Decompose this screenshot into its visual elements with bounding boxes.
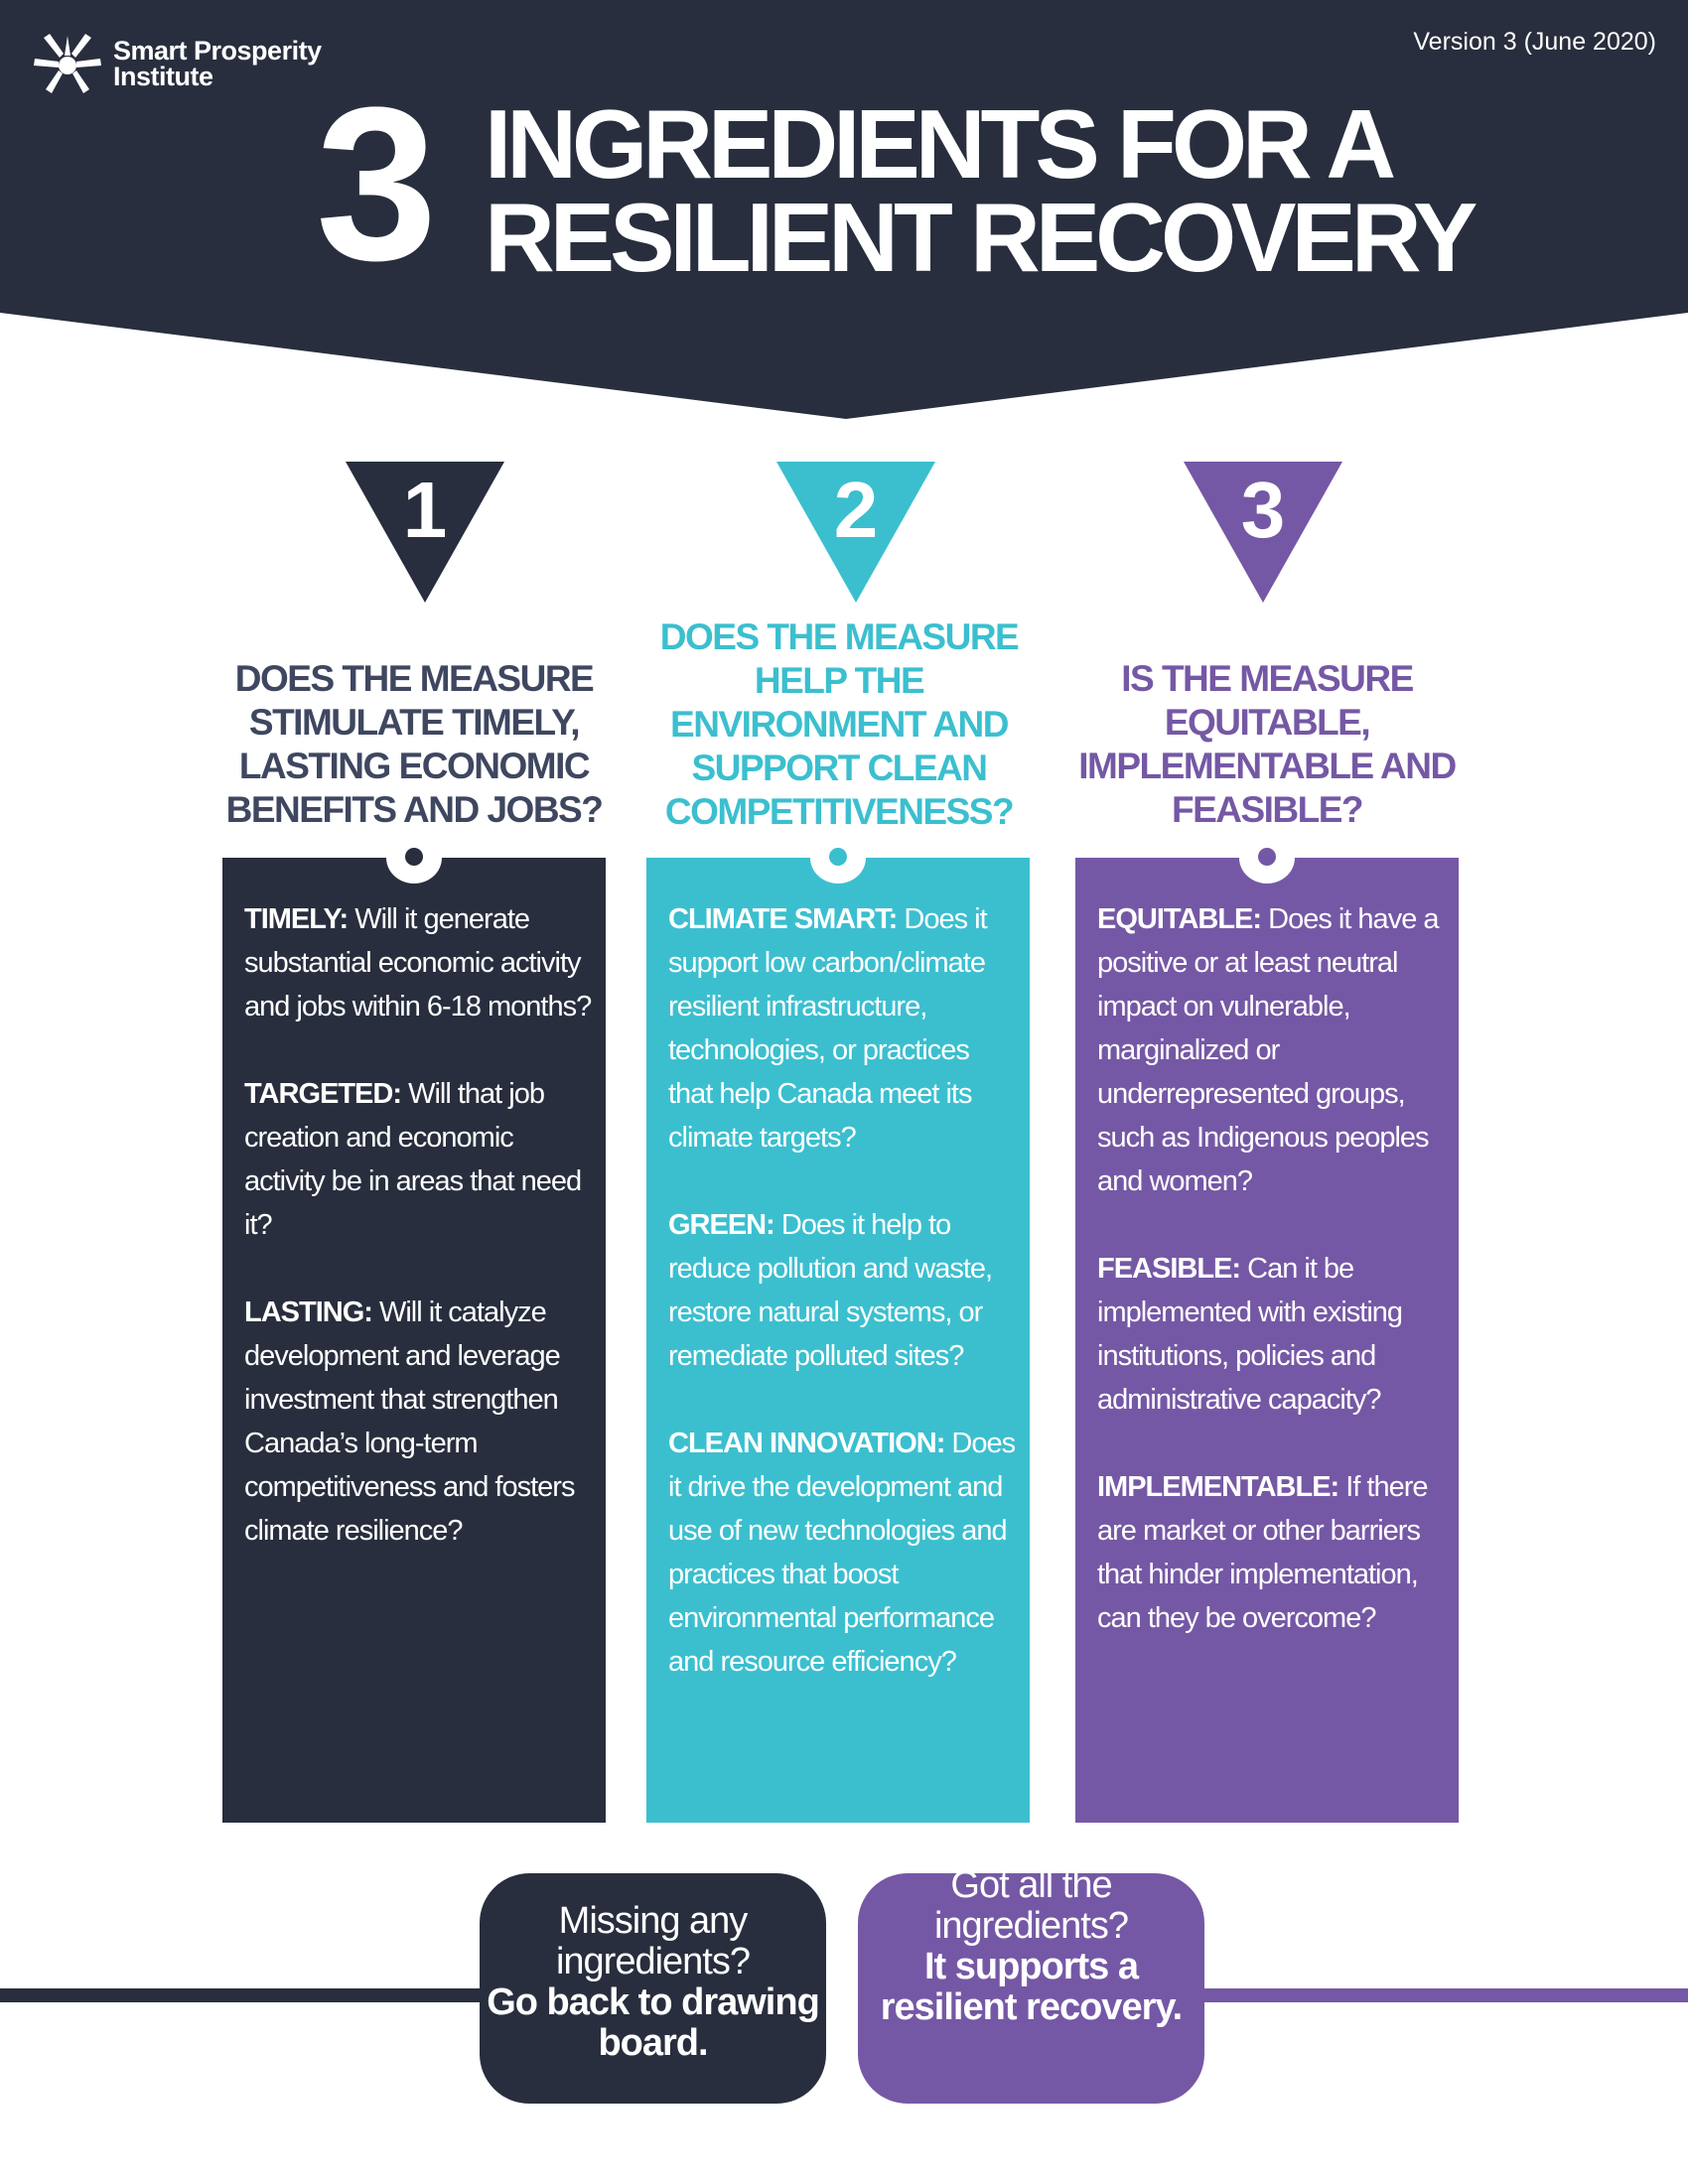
title-number: 3: [316, 62, 437, 306]
page-title: INGREDIENTS FOR A RESILIENT RECOVERY: [485, 89, 1477, 292]
missing-ingredients-callout: Missing any ingredients? Go back to draw…: [480, 1873, 826, 2104]
column-1-body: TIMELY: Will it generate substantial eco…: [244, 897, 594, 1596]
column-notch: [386, 832, 442, 884]
criterion-text: Will it catalyze development and leverag…: [244, 1297, 575, 1547]
criterion-green: GREEN: Does it help to reduce pollution …: [668, 1203, 1018, 1378]
ingredient-number-1: 1: [402, 466, 448, 554]
criterion-label: FEASIBLE:: [1097, 1253, 1241, 1285]
criterion-label: EQUITABLE:: [1097, 903, 1262, 935]
ingredient-column-3: EQUITABLE: Does it have a positive or at…: [1075, 832, 1459, 1823]
all-ingredients-callout: Got all the ingredients? It supports a r…: [858, 1865, 1204, 2104]
logo-line-2: Institute: [113, 62, 213, 91]
version-label: Version 3 (June 2020): [1413, 28, 1656, 56]
footer-line-left: [0, 1988, 487, 2002]
criterion-implementable: IMPLEMENTABLE: If there are market or ot…: [1097, 1465, 1447, 1640]
criterion-clean-innovation: CLEAN INNOVATION: Does it drive the deve…: [668, 1422, 1018, 1684]
logo-text: Smart Prosperity Institute: [113, 36, 322, 91]
criterion-label: IMPLEMENTABLE:: [1097, 1471, 1339, 1503]
callout-question: Got all the ingredients?: [933, 1864, 1129, 1947]
criterion-label: GREEN:: [668, 1209, 775, 1241]
criterion-climate-smart: CLIMATE SMART: Does it support low carbo…: [668, 897, 1018, 1160]
criterion-equitable: EQUITABLE: Does it have a positive or at…: [1097, 897, 1447, 1203]
criterion-label: CLEAN INNOVATION:: [668, 1428, 945, 1459]
criterion-label: TIMELY:: [244, 903, 349, 935]
logo-line-1: Smart Prosperity: [113, 36, 322, 66]
footer-line-right: [1192, 1988, 1688, 2002]
title-line-1: INGREDIENTS FOR A: [485, 89, 1396, 199]
question-2: DOES THE MEASURE HELP THE ENVIRONMENT AN…: [659, 616, 1020, 832]
criterion-text: Does it drive the development and use of…: [668, 1428, 1016, 1678]
ingredient-column-1: TIMELY: Will it generate substantial eco…: [222, 832, 606, 1823]
notch-dot: [405, 848, 423, 866]
criterion-text: Can it be implemented with existing inst…: [1097, 1253, 1403, 1416]
callout-question: Missing any ingredients?: [555, 1900, 751, 1982]
criterion-text: If there are market or other barriers th…: [1097, 1471, 1429, 1634]
criterion-text: Will that job creation and economic acti…: [244, 1078, 582, 1241]
column-notch: [1239, 832, 1295, 884]
criterion-timely: TIMELY: Will it generate substantial eco…: [244, 897, 594, 1028]
ingredient-number-3: 3: [1240, 466, 1286, 554]
criterion-label: LASTING:: [244, 1297, 373, 1328]
header-background: [0, 0, 1688, 419]
ingredient-column-2: CLIMATE SMART: Does it support low carbo…: [646, 832, 1030, 1823]
criterion-text: Does it support low carbon/climate resil…: [668, 903, 988, 1154]
notch-dot: [829, 848, 847, 866]
question-3: IS THE MEASURE EQUITABLE, IMPLEMENTABLE …: [1078, 658, 1457, 830]
triangle-3-icon: [1184, 462, 1342, 603]
triangle-2-icon: [776, 462, 935, 603]
triangle-1-icon: [346, 462, 504, 603]
column-3-body: EQUITABLE: Does it have a positive or at…: [1097, 897, 1447, 1684]
criterion-text: Does it have a positive or at least neut…: [1097, 903, 1440, 1197]
notch-dot: [1258, 848, 1276, 866]
question-1: DOES THE MEASURE STIMULATE TIMELY, LASTI…: [225, 658, 604, 830]
logo: Smart Prosperity Institute: [30, 30, 322, 97]
criterion-lasting: LASTING: Will it catalyze development an…: [244, 1291, 594, 1553]
criterion-label: CLIMATE SMART:: [668, 903, 898, 935]
column-2-body: CLIMATE SMART: Does it support low carbo…: [668, 897, 1018, 1727]
title-line-2: RESILIENT RECOVERY: [485, 183, 1477, 292]
criterion-label: TARGETED:: [244, 1078, 402, 1110]
callout-answer: Go back to drawing board.: [487, 1981, 820, 2064]
criterion-targeted: TARGETED: Will that job creation and eco…: [244, 1072, 594, 1247]
criterion-feasible: FEASIBLE: Can it be implemented with exi…: [1097, 1247, 1447, 1422]
column-notch: [810, 832, 866, 884]
callout-answer: It supports a resilient recovery.: [880, 1946, 1183, 2028]
logo-icon: [34, 34, 101, 93]
criterion-text: Will it generate substantial economic ac…: [244, 903, 592, 1023]
criterion-text: Does it help to reduce pollution and was…: [668, 1209, 993, 1372]
ingredient-number-2: 2: [833, 466, 879, 554]
